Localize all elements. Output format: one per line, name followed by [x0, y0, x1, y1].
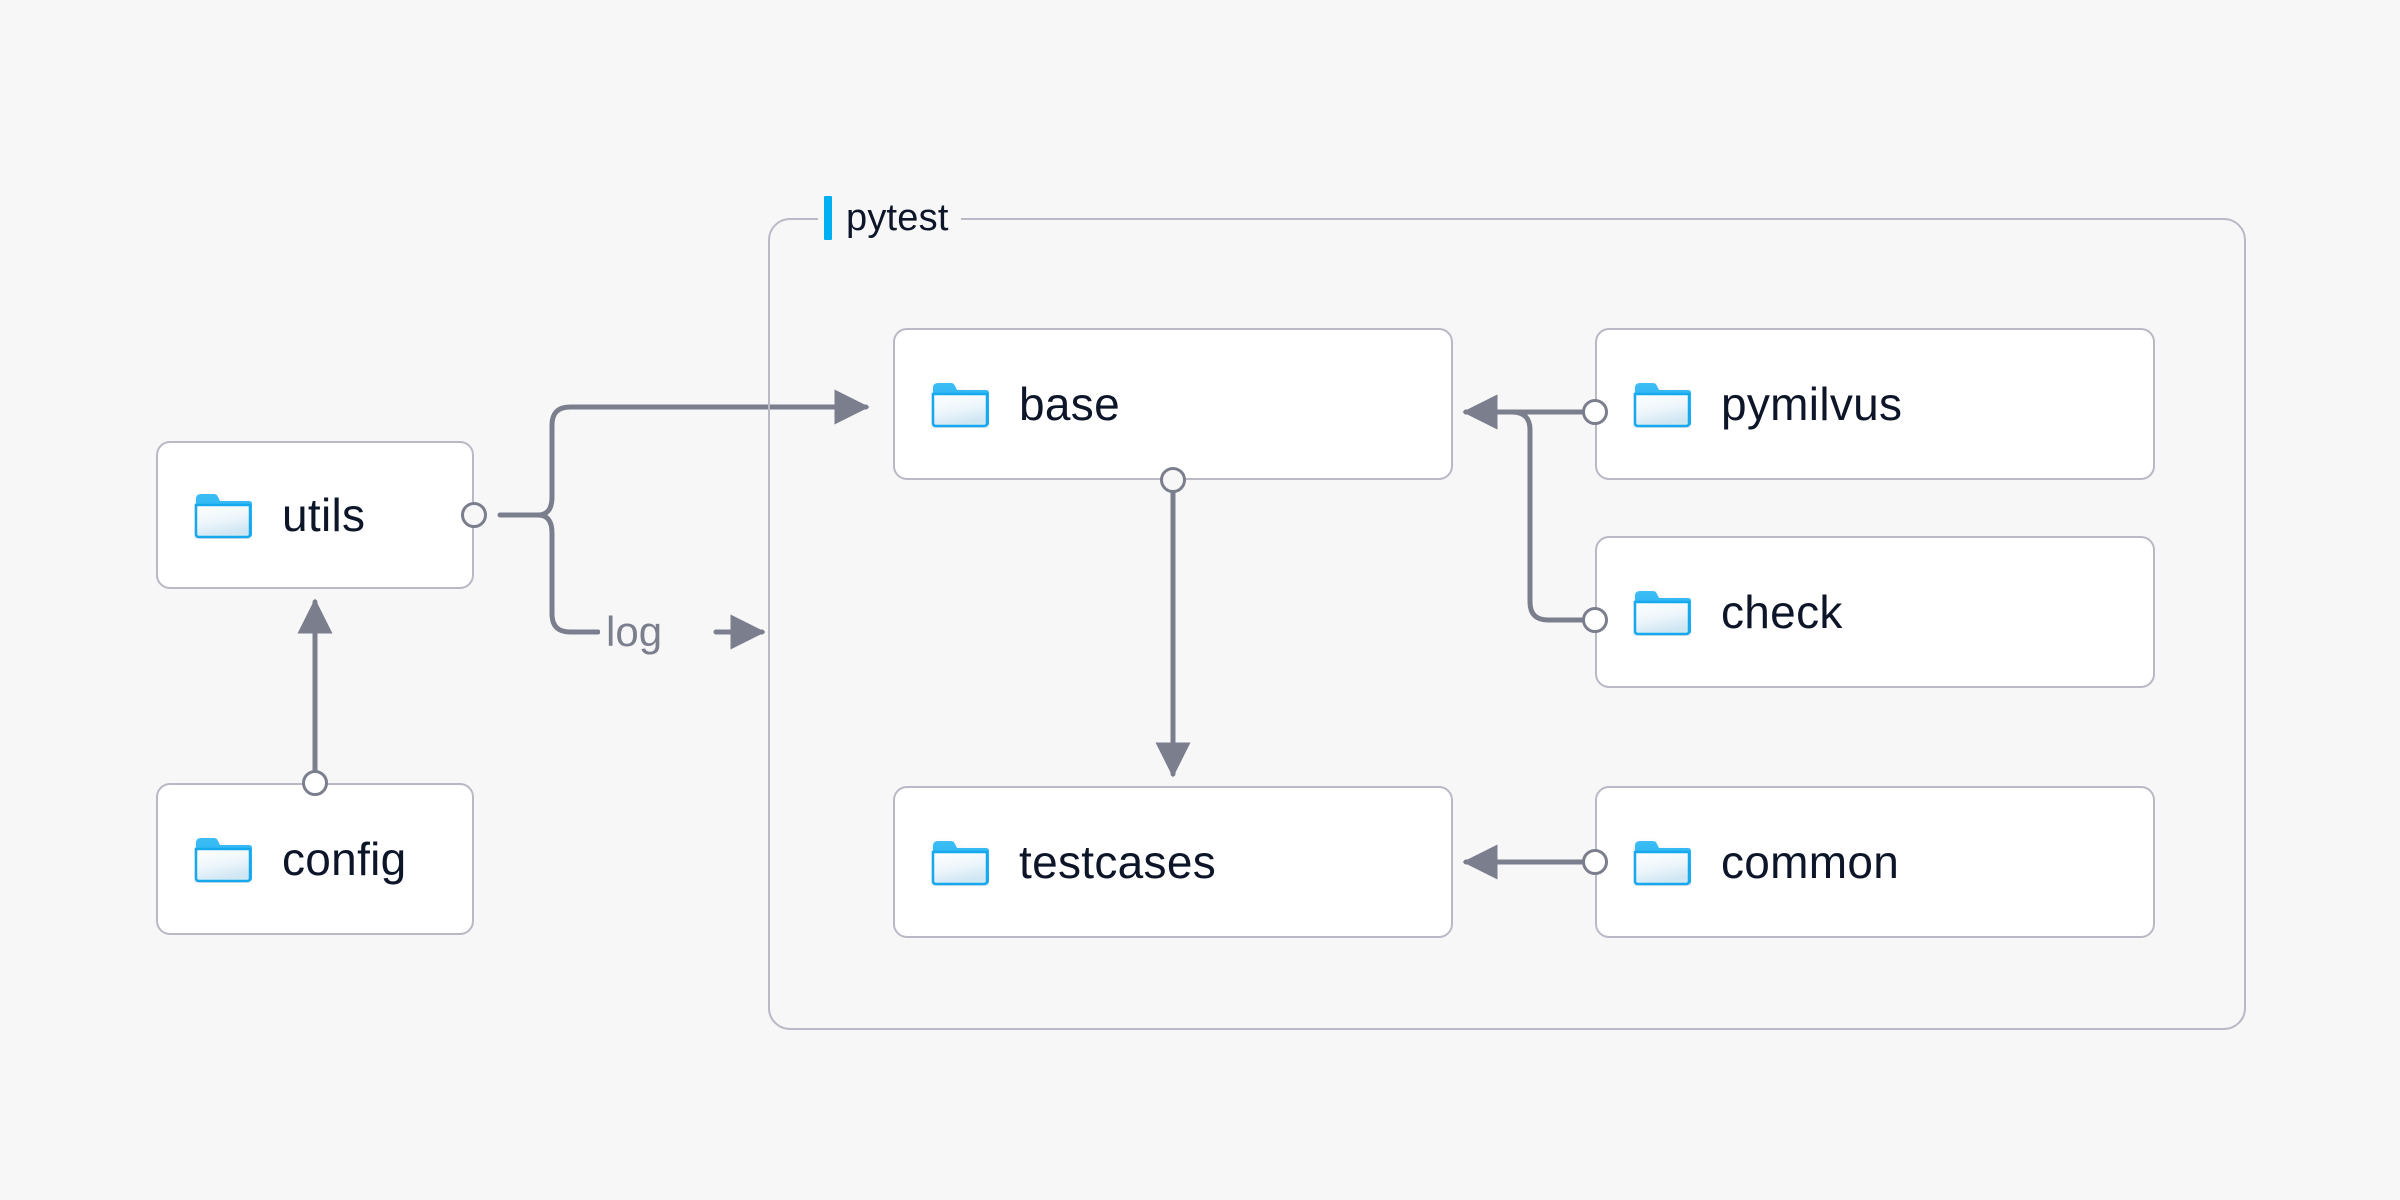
port-utils-right[interactable] [461, 502, 487, 528]
node-label: check [1721, 586, 1843, 638]
node-common[interactable]: common [1595, 786, 2155, 938]
group-pytest-title: pytest [818, 195, 961, 241]
folder-icon [1633, 838, 1691, 886]
folder-icon [931, 380, 989, 428]
node-utils[interactable]: utils [156, 441, 474, 589]
node-label: config [282, 833, 407, 885]
folder-icon [194, 491, 252, 539]
port-check-left[interactable] [1582, 607, 1608, 633]
node-testcases[interactable]: testcases [893, 786, 1453, 938]
group-pytest[interactable] [768, 218, 2246, 1030]
port-pymilvus-left[interactable] [1582, 399, 1608, 425]
folder-icon [194, 835, 252, 883]
edge-label-text: log [606, 608, 663, 655]
node-base[interactable]: base [893, 328, 1453, 480]
node-label: utils [282, 489, 366, 541]
node-label: pymilvus [1721, 378, 1903, 430]
folder-icon [1633, 380, 1691, 428]
edge-label-log: log [600, 608, 669, 656]
node-pymilvus[interactable]: pymilvus [1595, 328, 2155, 480]
folder-icon [931, 838, 989, 886]
node-label: common [1721, 836, 1900, 888]
node-config[interactable]: config [156, 783, 474, 935]
port-common-left[interactable] [1582, 849, 1608, 875]
group-accent-bar [824, 196, 832, 240]
group-title-label: pytest [846, 196, 949, 239]
port-config-top[interactable] [302, 770, 328, 796]
port-base-bottom[interactable] [1160, 467, 1186, 493]
node-label: testcases [1019, 836, 1217, 888]
node-check[interactable]: check [1595, 536, 2155, 688]
node-label: base [1019, 378, 1120, 430]
folder-icon [1633, 588, 1691, 636]
